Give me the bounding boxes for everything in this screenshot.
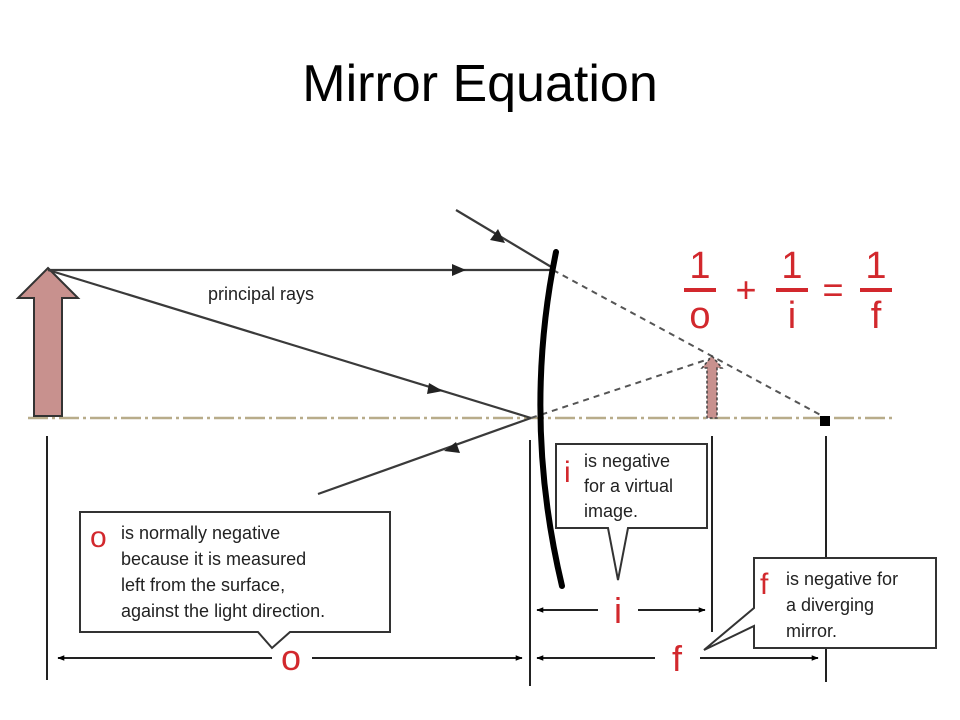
callout-o-line: is normally negative: [121, 523, 280, 543]
eq-term1-denominator: o: [689, 295, 710, 337]
ray-arrowheads: [427, 229, 505, 453]
callout-o: o is normally negative because it is mea…: [79, 511, 391, 650]
eq-equals: =: [822, 269, 843, 310]
object-arrow: [15, 266, 81, 417]
principal-rays-label: principal rays: [208, 284, 314, 304]
callout-i-line: is negative: [584, 451, 670, 471]
dim-label-o: o: [281, 637, 301, 678]
callout-f-line: is negative for: [786, 569, 898, 589]
callout-f: f is negative for a diverging mirror.: [703, 557, 937, 651]
eq-term2-denominator: i: [788, 295, 796, 337]
ray-reflected-down: [317, 416, 532, 496]
callout-i-line: for a virtual: [584, 476, 673, 496]
eq-term3-denominator: f: [871, 295, 882, 337]
focal-point-marker: [820, 416, 830, 426]
callout-o-line: against the light direction.: [121, 601, 325, 621]
ray-reflected-up: [455, 209, 554, 269]
dim-label-i: i: [614, 590, 622, 631]
callout-i-symbol: i: [564, 456, 571, 489]
principal-rays: [47, 209, 554, 496]
callout-f-line: a diverging: [786, 595, 874, 615]
callout-o-line: because it is measured: [121, 549, 306, 569]
callout-f-symbol: f: [760, 568, 769, 601]
eq-plus: +: [735, 269, 756, 310]
callout-i: i is negative for a virtual image.: [555, 443, 708, 581]
eq-term3-numerator: 1: [865, 245, 886, 287]
convex-mirror: [537, 249, 565, 589]
callout-i-line: image.: [584, 501, 638, 521]
ray-to-vertex: [47, 268, 532, 420]
mirror-equation: 1 o + 1 i = 1 f: [684, 245, 892, 337]
eq-term1-bar: [684, 288, 716, 292]
slide-title: Mirror Equation: [302, 55, 658, 113]
image-arrow: [700, 354, 724, 419]
callout-o-symbol: o: [90, 521, 107, 554]
eq-term3-bar: [860, 288, 892, 292]
callout-o-line: left from the surface,: [121, 575, 285, 595]
eq-term1-numerator: 1: [689, 245, 710, 287]
eq-term2-bar: [776, 288, 808, 292]
virtual-ray-extensions: [530, 269, 827, 419]
eq-term2-numerator: 1: [781, 245, 802, 287]
callout-f-line: mirror.: [786, 621, 837, 641]
dimension-arrows: [57, 607, 819, 661]
dim-label-f: f: [672, 638, 683, 679]
